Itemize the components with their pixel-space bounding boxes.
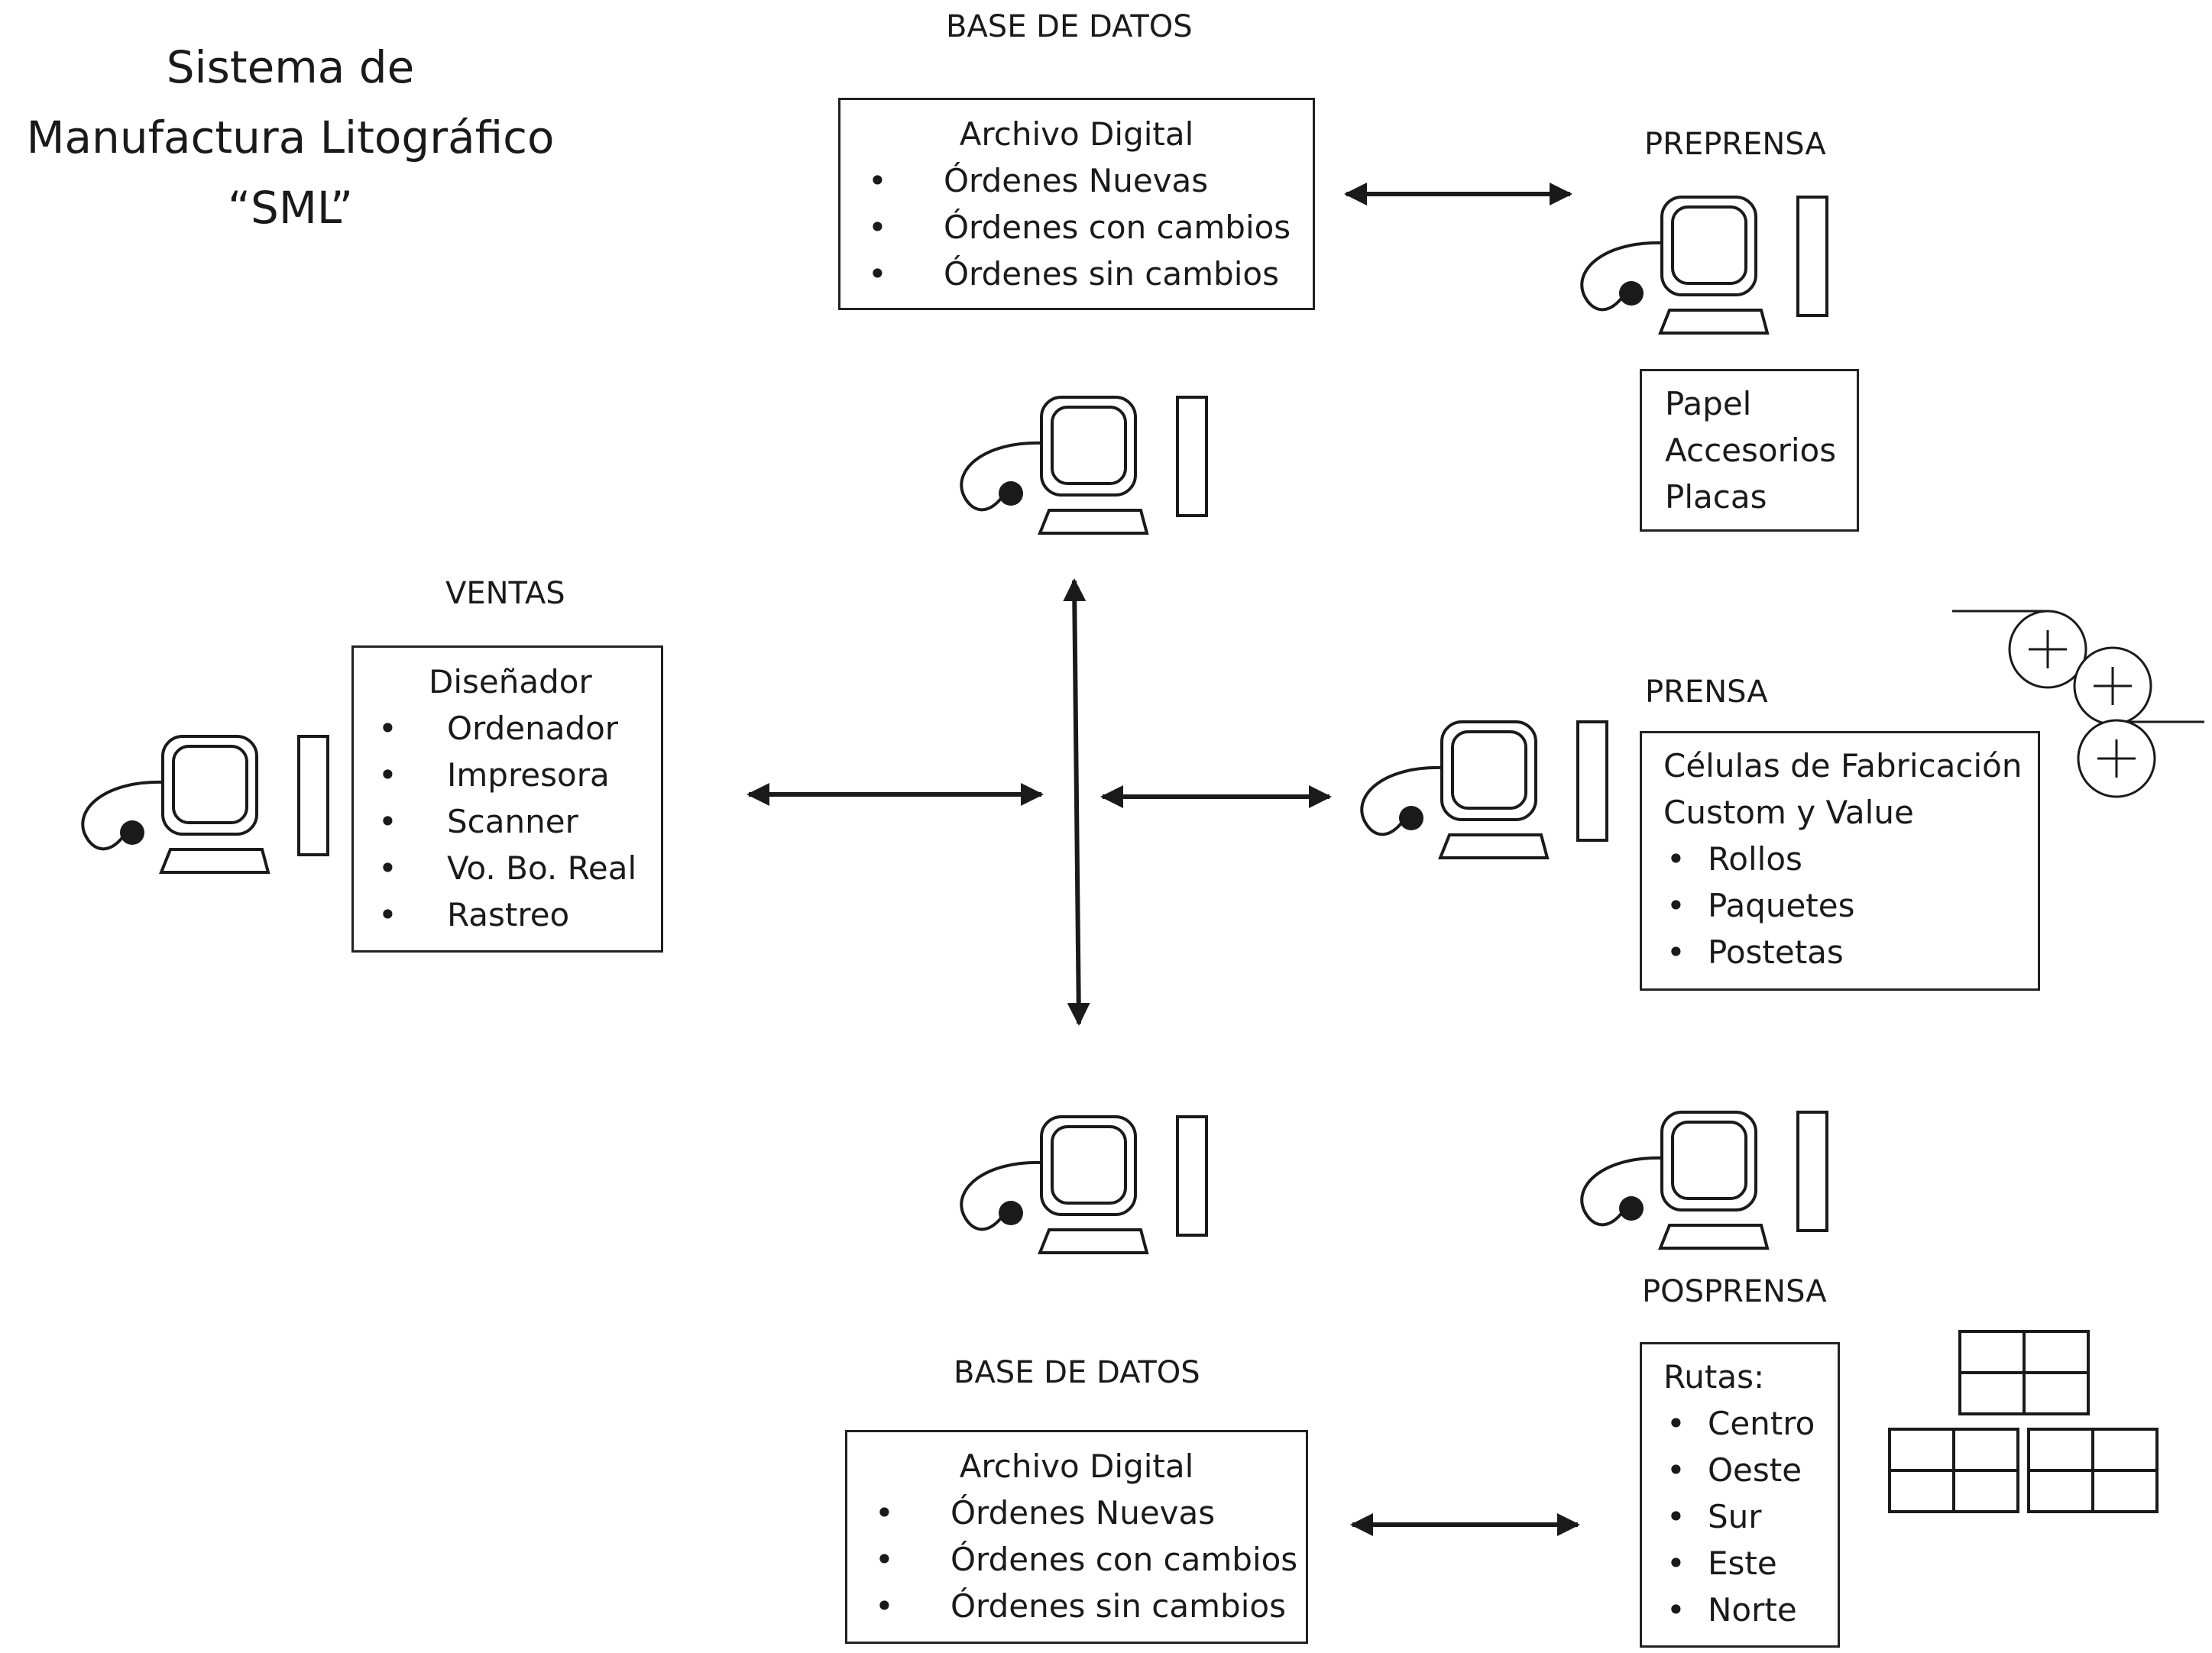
posprensa-label: POSPRENSA — [1642, 1274, 1827, 1309]
list-item: Oeste — [1663, 1447, 1816, 1493]
list-item: Ordenador — [369, 705, 646, 752]
title-line: “SML” — [227, 182, 354, 234]
list-item: Papel — [1665, 385, 1752, 422]
list-item: Órdenes Nuevas — [856, 157, 1297, 204]
list-item: Sur — [1663, 1493, 1816, 1540]
ventas-computer-icon — [81, 735, 329, 874]
prensa-line: Custom y Value — [1663, 794, 1914, 831]
arrow-vertical-axis — [1063, 578, 1090, 1026]
list-item: Órdenes sin cambios — [863, 1583, 1291, 1629]
prensa-label: PRENSA — [1645, 674, 1768, 710]
list-item: Scanner — [369, 798, 646, 845]
ventas-label: VENTAS — [445, 576, 565, 611]
db-bottom-box: Archivo Digital Órdenes Nuevas Órdenes c… — [845, 1430, 1308, 1644]
prensa-computer-icon — [1360, 720, 1608, 859]
list-item: Rastreo — [369, 891, 646, 938]
diagram-title: Sistema de Manufactura Litográfico “SML” — [0, 32, 581, 243]
db-top-label: BASE DE DATOS — [946, 9, 1193, 44]
posprensa-heading: Rutas: — [1663, 1358, 1765, 1396]
list-item: Norte — [1663, 1587, 1816, 1633]
list-item: Órdenes con cambios — [863, 1536, 1297, 1583]
server-computer-icon — [960, 396, 1208, 535]
preprensa-label: PREPRENSA — [1644, 127, 1826, 162]
list-item: Vo. Bo. Real — [369, 845, 646, 891]
prensa-line: Células de Fabricación — [1663, 747, 2023, 784]
posprensa-computer-icon — [1580, 1111, 1828, 1250]
list-item: Postetas — [1663, 929, 2016, 975]
title-line: Sistema de — [166, 41, 415, 93]
preprensa-box: Papel Accesorios Placas — [1640, 369, 1859, 532]
list-item: Impresora — [369, 752, 646, 798]
db-bottom-label: BASE DE DATOS — [954, 1355, 1200, 1390]
list-item: Paquetes — [1663, 882, 2016, 929]
db-top-heading: Archivo Digital — [959, 115, 1194, 153]
list-item: Órdenes Nuevas — [863, 1490, 1291, 1536]
title-line: Manufactura Litográfico — [26, 112, 555, 163]
list-item: Órdenes con cambios — [856, 204, 1297, 251]
prensa-box: Células de Fabricación Custom y Value Ro… — [1640, 731, 2040, 991]
bottom-computer-icon — [960, 1115, 1208, 1254]
press-rollers-icon — [1952, 610, 2204, 798]
posprensa-box: Rutas: Centro Oeste Sur Este Norte — [1640, 1342, 1840, 1648]
db-bottom-heading: Archivo Digital — [959, 1448, 1194, 1485]
list-item: Accesorios — [1665, 432, 1837, 469]
stacked-packages-icon — [1888, 1330, 2159, 1513]
preprensa-computer-icon — [1580, 196, 1828, 335]
list-item: Centro — [1663, 1400, 1816, 1447]
ventas-box: Diseñador Ordenador Impresora Scanner Vo… — [351, 645, 663, 953]
list-item: Rollos — [1663, 836, 2016, 882]
list-item: Órdenes sin cambios — [856, 251, 1297, 297]
ventas-heading: Diseñador — [429, 663, 592, 700]
list-item: Este — [1663, 1540, 1816, 1587]
db-top-box: Archivo Digital Órdenes Nuevas Órdenes c… — [838, 98, 1315, 310]
list-item: Placas — [1665, 478, 1767, 516]
